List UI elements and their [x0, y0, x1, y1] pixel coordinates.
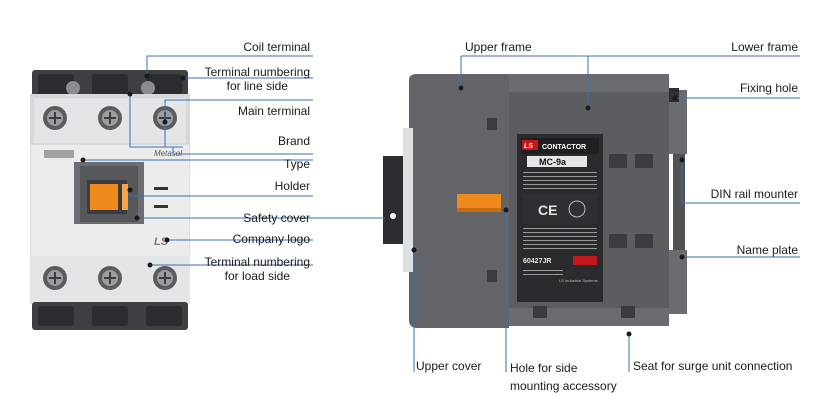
plate-ce-mark: CE [538, 202, 557, 218]
label-terminal-numbering-load-2: for load side [224, 269, 290, 283]
label-company-logo: Company logo [232, 232, 310, 246]
label-main-terminal: Main terminal [237, 104, 310, 118]
label-terminal-numbering-load-side: Terminal numbering for load side [205, 255, 310, 283]
plate-logo-text: LS [524, 143, 533, 150]
plate-title-text: CONTACTOR [542, 144, 586, 151]
label-hole-side-line-1: Hole for side [510, 361, 578, 375]
label-holder: Holder [274, 179, 310, 193]
label-hole-side-line-2: mounting accessory [510, 379, 617, 393]
label-din-rail-mounter: DIN rail mounter [710, 187, 798, 201]
label-type: Type [283, 157, 310, 171]
brand-mark-text: Metasol [154, 149, 182, 158]
label-terminal-numbering-load-1: Terminal numbering [204, 255, 310, 269]
label-terminal-numbering-line-side: Terminal numbering for line side [205, 65, 310, 93]
label-safety-cover: Safety cover [243, 211, 310, 225]
label-terminal-numbering-line-1: Terminal numbering [204, 65, 310, 79]
label-hole-for-side-mounting: Hole for side mounting accessory [510, 359, 617, 395]
label-upper-cover: Upper cover [416, 359, 482, 373]
label-upper-frame: Upper frame [465, 40, 532, 54]
front-contactor-illustration: Metasol LS [30, 70, 190, 330]
label-seat-surge-unit: Seat for surge unit connection [633, 359, 793, 373]
plate-code-text: 60427JR [523, 258, 551, 265]
label-coil-terminal: Coil terminal [243, 40, 310, 54]
side-contactor-illustration: LS CONTACTOR MC-9a CE 60427JR LS Industr… [383, 74, 687, 328]
plate-footer-text: LS Industrial Systems [559, 278, 598, 283]
label-lower-frame: Lower frame [731, 40, 798, 54]
label-brand: Brand [277, 134, 310, 148]
label-name-plate: Name plate [736, 243, 798, 257]
label-terminal-numbering-line-2: for line side [226, 79, 288, 93]
plate-model-text: MC-9a [539, 157, 567, 167]
label-fixing-hole: Fixing hole [739, 81, 798, 95]
